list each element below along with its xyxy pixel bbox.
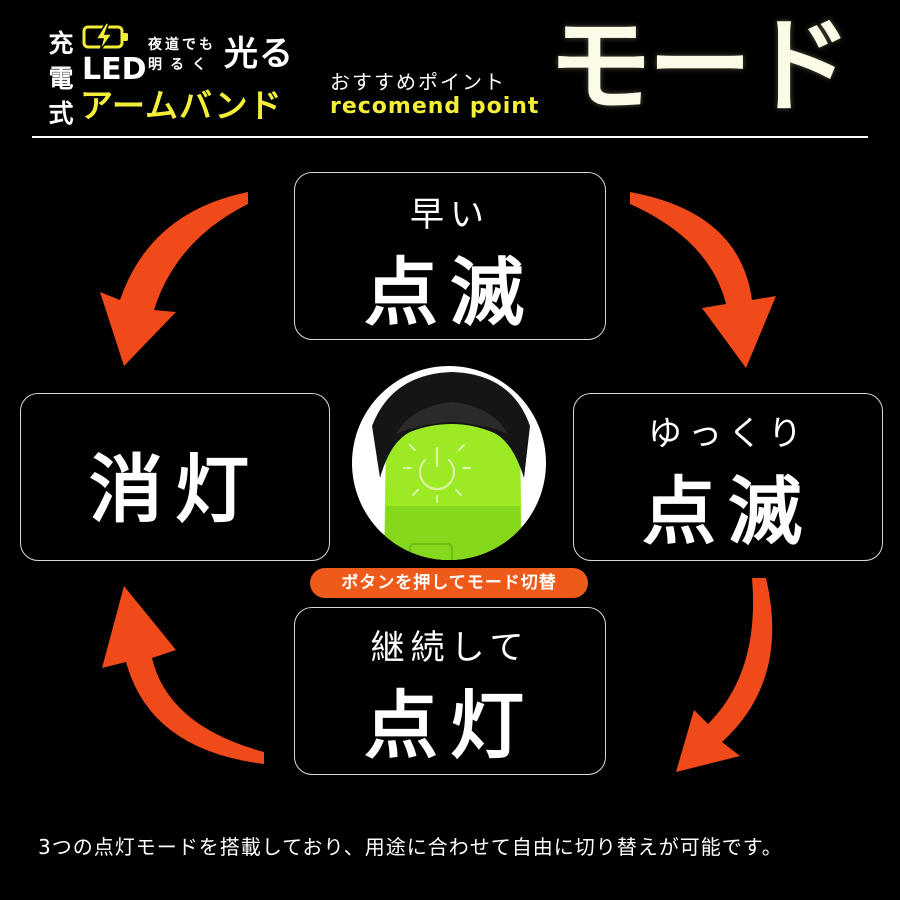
- header-divider: [32, 136, 868, 138]
- stack-char-2: 電: [48, 64, 74, 93]
- charging-type-label: 充 電 式: [44, 26, 78, 131]
- arrow-top-to-left: [100, 192, 248, 366]
- stack-char-3: 式: [48, 99, 74, 128]
- arrow-top-to-right: [630, 192, 776, 368]
- stack-char-1: 充: [48, 29, 74, 58]
- mode-off: 消灯: [20, 393, 330, 561]
- arrow-right-to-bottom: [676, 578, 773, 772]
- mode-steady-main: 点灯: [364, 683, 536, 769]
- device-illustration: [372, 372, 530, 560]
- mode-slow-blink-sub: ゆっくり: [648, 414, 808, 454]
- caption: 3つの点灯モードを搭載しており、用途に合わせて自由に切り替えが可能です。: [38, 835, 783, 859]
- mode-fast-blink-sub: 早い: [410, 195, 490, 235]
- recommend-point-jp: おすすめポイント: [330, 70, 506, 94]
- power-icon: [402, 443, 472, 504]
- mode-fast-blink-main: 点滅: [364, 250, 536, 336]
- battery-charging-icon: [82, 22, 128, 52]
- tagline-line2: 明るく: [148, 57, 214, 73]
- mode-slow-blink-main: 点滅: [642, 469, 814, 555]
- device-photo: [352, 366, 546, 560]
- led-label: LED: [82, 52, 147, 87]
- arrow-bottom-to-left: [102, 586, 264, 764]
- tagline-hikaru: 光る: [224, 34, 294, 74]
- mode-steady: 継続して 点灯: [294, 607, 606, 775]
- button-hint-badge: ボタンを押してモード切替: [310, 568, 588, 598]
- tagline-line1: 夜道でも: [148, 37, 216, 53]
- mode-off-main: 消灯: [89, 447, 261, 533]
- mode-steady-sub: 継続して: [370, 628, 530, 668]
- mode-fast-blink: 早い 点滅: [294, 172, 606, 340]
- product-name: アームバンド: [80, 86, 283, 125]
- recommend-point-en: recomend point: [330, 94, 540, 119]
- mode-slow-blink: ゆっくり 点滅: [573, 393, 883, 561]
- page-title: モード: [548, 5, 852, 127]
